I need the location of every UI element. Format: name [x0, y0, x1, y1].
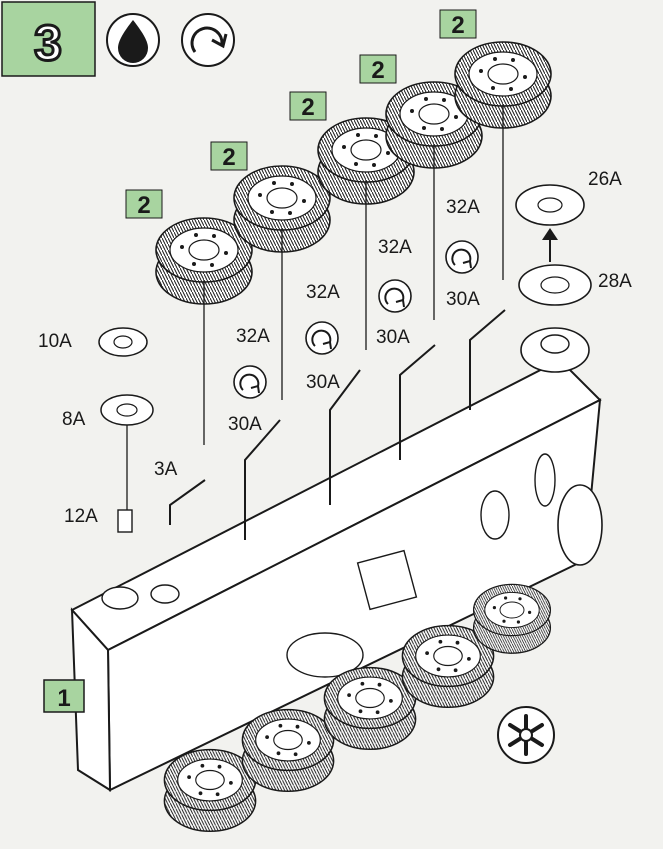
sprocket-parts [515, 184, 592, 306]
rotate-icon [233, 365, 267, 399]
qty-label: 2 [451, 12, 464, 39]
qty-badge-3: 2 [289, 91, 327, 121]
rotate-icon [305, 321, 339, 355]
part-label-32a: 32A [446, 197, 480, 218]
part-label-10a: 10A [38, 331, 72, 352]
part-label-30a: 30A [306, 372, 340, 393]
wheel-pair-4 [385, 81, 483, 320]
qty-label: 2 [222, 144, 235, 171]
qty-badge-4: 2 [359, 54, 397, 84]
part-label-30a: 30A [376, 327, 410, 348]
substep-number: 1 [57, 685, 70, 712]
part-label-32a: 32A [306, 282, 340, 303]
wheel-pair-2 [233, 165, 331, 400]
substep-badge: 1 [43, 679, 85, 713]
step-badge: 3 [1, 1, 96, 77]
qty-label: 2 [371, 57, 384, 84]
part-label-30a: 30A [446, 289, 480, 310]
part-label-26a: 26A [588, 169, 622, 190]
rotate-icon [181, 13, 235, 67]
part-label-3a: 3A [154, 459, 178, 480]
glue-drop-icon [106, 13, 160, 67]
asterisk-icon [497, 706, 555, 764]
qty-badge-5: 2 [439, 9, 477, 39]
rotate-icon [378, 279, 412, 313]
idler-parts [98, 327, 154, 533]
step-number: 3 [34, 15, 62, 71]
part-label-12a: 12A [64, 506, 98, 527]
part-label-28a: 28A [598, 271, 632, 292]
wheel-pair-3 [317, 117, 415, 350]
wheel-pair-5 [454, 41, 552, 280]
suspension-arms [169, 309, 506, 540]
part-label-8a: 8A [62, 409, 86, 430]
hull-chassis [70, 327, 603, 792]
part-label-32a: 32A [378, 237, 412, 258]
qty-badge-2: 2 [210, 141, 248, 171]
qty-badge-1: 2 [125, 189, 163, 219]
part-label-32a: 32A [236, 326, 270, 347]
wheel-pair-1 [155, 217, 253, 445]
qty-label: 2 [301, 94, 314, 121]
part-label-30a: 30A [228, 414, 262, 435]
rotate-icon [445, 240, 479, 274]
qty-label: 2 [137, 192, 150, 219]
